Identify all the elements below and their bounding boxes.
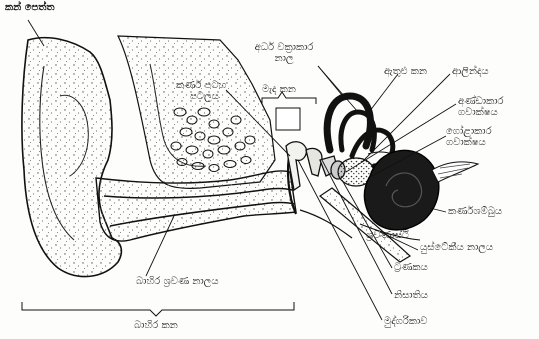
label-ossicles: ශ්‍රවණාස්ථි: [366, 230, 409, 241]
label-eustachian-tube: යුස්ටේකීය නාලය: [420, 242, 493, 253]
label-incus: නිසාතිය: [394, 290, 428, 301]
label-external-auditory-canal: බාහිර ශ්‍රවණ නාලය: [136, 276, 219, 287]
label-tympanic-membrane: කර්ණ පටහ පටලය: [176, 80, 226, 102]
label-round-window-line1: ගෝළාකාර: [446, 126, 492, 137]
label-pinna: කන් පෙත්ත: [5, 2, 55, 13]
label-round-window-line2: ගවාක්ෂය: [446, 137, 492, 148]
middle-ear-box: [276, 108, 300, 130]
label-stapes: ට්‍රණකය: [394, 262, 428, 273]
label-malleus: මුද්ගරිකාව: [384, 316, 427, 327]
cochlea-shape: [364, 150, 438, 230]
label-middle-ear: මැද කන: [262, 84, 296, 95]
label-semicircular-canals-line1: අර්ධ වක්‍රාකාර: [224, 42, 344, 53]
pinna-shape: [22, 38, 121, 277]
label-outer-ear: බාහිර කන: [134, 320, 178, 331]
semicircular-canals-shape: [327, 96, 393, 166]
auditory-canal-shape: [96, 171, 352, 241]
label-cochlea: කර්ණශම්බුය: [448, 206, 502, 217]
auditory-nerve-shape: [432, 162, 478, 182]
label-oval-window-line2: ගවාක්ෂය: [458, 107, 504, 118]
label-tympanic-membrane-line2: පටලය: [176, 91, 226, 102]
ossicles-shape: [286, 142, 345, 190]
label-tympanic-membrane-line1: කර්ණ පටහ: [176, 80, 226, 91]
label-semicircular-canals: අර්ධ වක්‍රාකාර නාල: [224, 42, 344, 64]
label-inner-ear: ඇතුළු කන: [384, 66, 427, 77]
outer-ear-bracket: [22, 302, 294, 316]
label-oval-window: අණ්ඩාකාර ගවාක්ෂය: [458, 96, 504, 118]
label-semicircular-canals-line2: නාල: [224, 53, 344, 64]
label-vestibule: ආලින්දය: [452, 66, 489, 77]
label-oval-window-line1: අණ්ඩාකාර: [458, 96, 504, 107]
label-round-window: ගෝළාකාර ගවාක්ෂය: [446, 126, 492, 148]
